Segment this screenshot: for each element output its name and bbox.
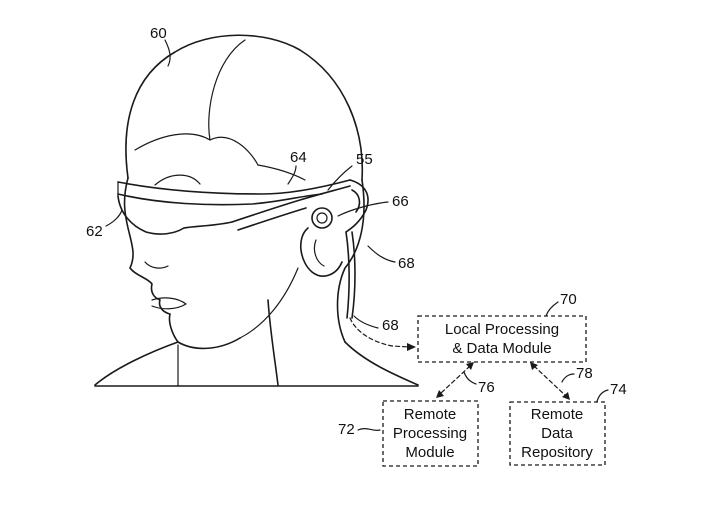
ref-70: 70: [560, 291, 577, 308]
ref-60: 60: [150, 25, 167, 42]
ref-68-lower: 68: [382, 317, 399, 334]
local-module-line1: Local Processing: [445, 321, 559, 338]
ref-74: 74: [610, 381, 627, 398]
ref-72: 72: [338, 421, 355, 438]
remote-repo-line2: Data: [541, 425, 573, 442]
remote-repo-line1: Remote: [531, 406, 584, 423]
leader-lines: [106, 40, 608, 430]
remote-processing-module: Remote Processing Module: [383, 401, 478, 466]
remote-data-repository: Remote Data Repository: [510, 402, 605, 465]
local-processing-module: Local Processing & Data Module: [418, 316, 586, 362]
remote-repo-line3: Repository: [521, 444, 593, 461]
ref-76: 76: [478, 379, 495, 396]
local-module-line2: & Data Module: [452, 340, 551, 357]
remote-processing-line3: Module: [405, 444, 454, 461]
head-mounted-display: [118, 180, 416, 351]
ref-66: 66: [392, 193, 409, 210]
ref-68-upper: 68: [398, 255, 415, 272]
head-illustration: [95, 35, 418, 386]
ref-78: 78: [576, 365, 593, 382]
ref-64: 64: [290, 149, 307, 166]
ref-62: 62: [86, 223, 103, 240]
ref-55: 55: [356, 151, 373, 168]
module-links: [436, 362, 570, 400]
remote-processing-line1: Remote: [404, 406, 457, 423]
remote-processing-line2: Processing: [393, 425, 467, 442]
